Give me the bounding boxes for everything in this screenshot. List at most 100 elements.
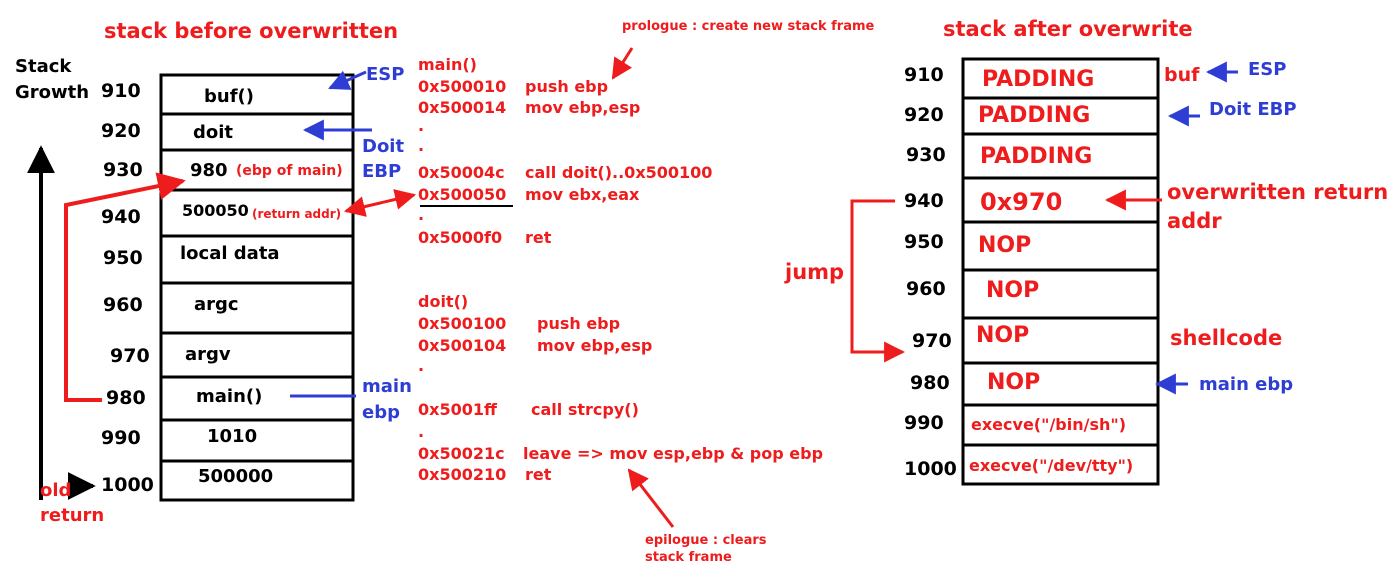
- left-cell: 500000: [198, 466, 274, 487]
- listing-addr: 0x500014: [418, 98, 507, 117]
- shellcode-label: shellcode: [1170, 326, 1283, 350]
- right-main-ebp-label: main ebp: [1199, 374, 1294, 395]
- left-address: 980: [106, 387, 146, 409]
- left-address: 1000: [101, 474, 154, 496]
- epilogue-note-line2: stack frame: [645, 550, 732, 565]
- listing-addr: 0x50021c: [418, 444, 505, 463]
- ebp-of-main-note: (ebp of main): [236, 163, 343, 179]
- listing-addr: .: [418, 116, 425, 135]
- right-address: 960: [906, 278, 946, 300]
- right-cell: NOP: [986, 278, 1040, 303]
- prologue-arrow: [611, 47, 634, 80]
- left-cell: 500050: [182, 201, 249, 220]
- right-cell: execve("/bin/sh"): [971, 415, 1127, 434]
- right-address: 940: [904, 190, 944, 212]
- right-cell: PADDING: [982, 67, 1095, 92]
- listing-instr: push ebp: [537, 314, 621, 333]
- right-address: 990: [904, 412, 944, 434]
- listing-addr: .: [418, 422, 425, 441]
- epilogue-note-line1: epilogue : clears: [645, 533, 767, 548]
- listing-instr: call strcpy(): [531, 400, 639, 419]
- right-cell: NOP: [978, 233, 1032, 258]
- listing-instr: mov ebp,esp: [525, 98, 641, 117]
- left-address: 950: [103, 247, 143, 269]
- main-listing-header: main(): [418, 55, 477, 74]
- listing-instr: call doit()..0x500100: [525, 163, 713, 182]
- jump-label: jump: [785, 260, 845, 284]
- doit-listing-header: doit(): [418, 292, 469, 311]
- right-title: stack after overwrite: [943, 17, 1193, 41]
- return-addr-note: (return addr): [252, 207, 342, 221]
- right-address: 1000: [904, 458, 957, 480]
- left-address: 920: [101, 120, 141, 142]
- listing-addr: 0x500050: [418, 185, 507, 204]
- left-title: stack before overwritten: [104, 19, 399, 43]
- stack-growth-label-line1: Stack: [15, 56, 72, 77]
- listing-instr: mov ebx,eax: [525, 185, 640, 204]
- listing-addr: 0x50004c: [418, 163, 505, 182]
- right-cell: execve("/dev/tty"): [969, 456, 1134, 475]
- right-address: 980: [910, 372, 950, 394]
- right-cell: 0x970: [980, 188, 1063, 216]
- return-addr-arrow: [343, 189, 417, 217]
- saved-ebp-link-arrow: [64, 172, 186, 402]
- left-cell: doit: [193, 122, 234, 143]
- listing-instr: ret: [525, 228, 552, 247]
- right-cell: PADDING: [980, 144, 1093, 169]
- overwritten-label-line1: overwritten return: [1167, 180, 1389, 204]
- listing-addr: 0x500210: [418, 465, 507, 484]
- right-cell: NOP: [987, 370, 1041, 395]
- listing-addr: 0x500010: [418, 77, 507, 96]
- left-cell: argc: [194, 294, 239, 315]
- left-address: 970: [110, 345, 150, 367]
- listing-addr: 0x500104: [418, 336, 507, 355]
- listing-addr: .: [418, 205, 425, 224]
- left-cell: 1010: [207, 426, 258, 447]
- right-doit-ebp-label: Doit EBP: [1209, 99, 1297, 120]
- right-address: 970: [912, 330, 952, 352]
- overwritten-label-line2: addr: [1167, 209, 1222, 233]
- listing-addr: .: [418, 136, 425, 155]
- left-stack-box: [159, 73, 355, 502]
- listing-addr: 0x500100: [418, 314, 507, 333]
- right-esp-label: ESP: [1248, 59, 1287, 80]
- left-cell: argv: [185, 344, 231, 365]
- main-ebp-label-line1: main: [362, 376, 412, 397]
- left-address: 930: [103, 159, 143, 181]
- esp-label: ESP: [366, 64, 405, 85]
- left-cell: buf(): [204, 86, 254, 107]
- doit-ebp-label-line1: Doit: [362, 136, 405, 157]
- left-address: 910: [101, 80, 141, 102]
- right-cell: PADDING: [978, 103, 1091, 128]
- prologue-note: prologue : create new stack frame: [622, 19, 875, 34]
- listing-instr: leave => mov esp,ebp & pop ebp: [523, 444, 824, 463]
- listing-addr: 0x5000f0: [418, 228, 503, 247]
- listing-instr: ret: [525, 465, 552, 484]
- left-cell: main(): [196, 386, 263, 407]
- epilogue-arrow: [627, 468, 675, 528]
- stack-growth-label-line2: Growth: [15, 82, 90, 103]
- left-cell: 980: [190, 160, 228, 181]
- esp-arrow: [328, 70, 367, 90]
- right-address: 930: [906, 144, 946, 166]
- listing-instr: mov ebp,esp: [537, 336, 653, 355]
- doit-ebp-label-line2: EBP: [362, 161, 402, 182]
- old-return-label-line2: return: [40, 505, 105, 526]
- left-address: 990: [101, 427, 141, 449]
- listing-instr: push ebp: [525, 77, 609, 96]
- buf-label: buf: [1164, 64, 1200, 86]
- left-address: 960: [103, 294, 143, 316]
- left-cell: local data: [180, 243, 280, 264]
- listing-addr: .: [418, 356, 425, 375]
- listing-addr: 0x5001ff: [418, 400, 497, 419]
- right-address: 910: [904, 64, 944, 86]
- left-address: 940: [101, 206, 141, 228]
- jump-bracket-arrow: [850, 199, 906, 363]
- right-address: 950: [904, 231, 944, 253]
- main-ebp-label-line2: ebp: [362, 402, 400, 423]
- right-address: 920: [904, 104, 944, 126]
- right-cell: NOP: [976, 323, 1030, 348]
- old-return-label-line1: old: [40, 480, 72, 501]
